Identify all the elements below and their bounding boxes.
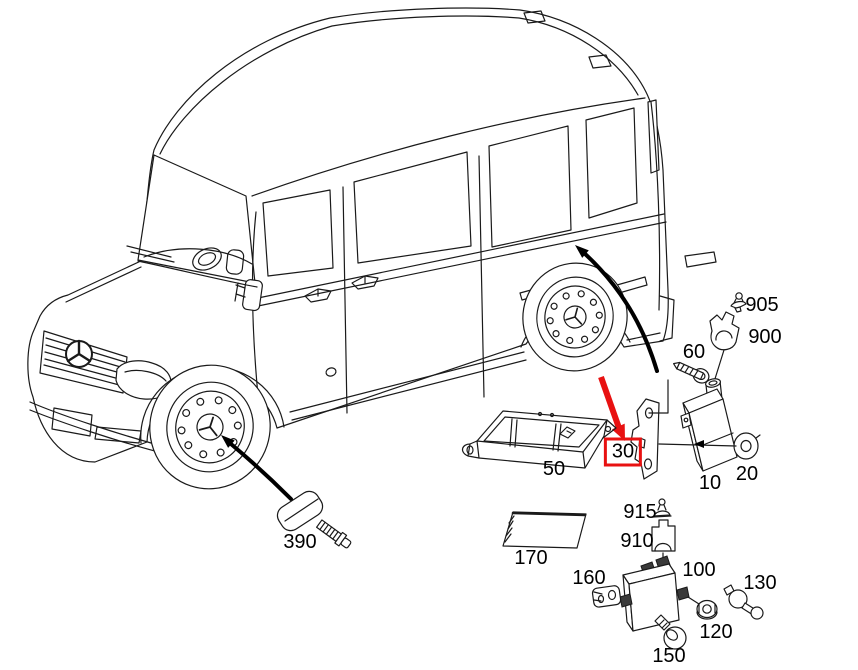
wiper [126, 245, 175, 263]
part-390-tire-pressure-sensor-drawing [276, 490, 352, 549]
part-120-nut-drawing [696, 599, 718, 620]
part-60-screw-drawing [673, 361, 710, 384]
sliding-door-window [353, 151, 472, 264]
mercedes-star [65, 339, 93, 368]
mid-side-window [488, 125, 572, 248]
part-label-10[interactable]: 10 [698, 472, 722, 494]
part-label-60[interactable]: 60 [682, 341, 706, 363]
part-915-cap-drawing [652, 498, 672, 518]
door-handle [351, 275, 379, 290]
part-10-module-drawing [680, 349, 738, 472]
pointer-arrow-to-body-above-rear-wheel [575, 245, 659, 373]
part-label-30-highlighted[interactable]: 30 [603, 437, 643, 467]
rear-wheel [522, 262, 628, 372]
part-label-910[interactable]: 910 [620, 530, 654, 552]
pointer-arrow-to-front-wheel [221, 435, 293, 501]
front-wheel [149, 364, 271, 490]
part-170-plate-drawing [502, 511, 587, 549]
part-label-130[interactable]: 130 [743, 572, 777, 594]
part-910-connector-drawing [651, 519, 676, 568]
door-handle [304, 288, 332, 303]
assembly-axis-line [648, 379, 737, 448]
part-100-control-module-drawing [619, 555, 700, 632]
roof-vent [523, 10, 546, 24]
part-label-905[interactable]: 905 [745, 294, 779, 316]
part-50-bracket-tray-drawing [461, 410, 617, 469]
part-label-160[interactable]: 160 [572, 567, 606, 589]
roof-vent [588, 54, 612, 69]
driver-door-window [262, 189, 334, 277]
fuel-cap [325, 367, 337, 377]
part-150-bolt-drawing [654, 614, 687, 650]
part-label-900[interactable]: 900 [748, 326, 782, 348]
steering-wheel [192, 247, 222, 271]
part-20-grommet-drawing [733, 432, 761, 460]
part-label-120[interactable]: 120 [699, 621, 733, 643]
part-label-170[interactable]: 170 [514, 547, 548, 569]
part-905-cap-drawing [730, 292, 747, 313]
van-body-outline [27, 7, 669, 463]
rear-side-window [585, 107, 638, 219]
part-label-50[interactable]: 50 [542, 458, 566, 480]
part-900-connector-drawing [709, 311, 740, 351]
part-160-clip-drawing [591, 585, 622, 608]
van-illustration [27, 7, 717, 490]
seat-headrest [225, 249, 245, 275]
part-label-20[interactable]: 20 [735, 463, 759, 485]
part-label-915[interactable]: 915 [623, 501, 657, 523]
part-label-100[interactable]: 100 [682, 559, 716, 581]
part-label-390[interactable]: 390 [283, 531, 317, 553]
part-label-150[interactable]: 150 [652, 645, 686, 667]
part-130-screw-drawing [723, 584, 764, 620]
